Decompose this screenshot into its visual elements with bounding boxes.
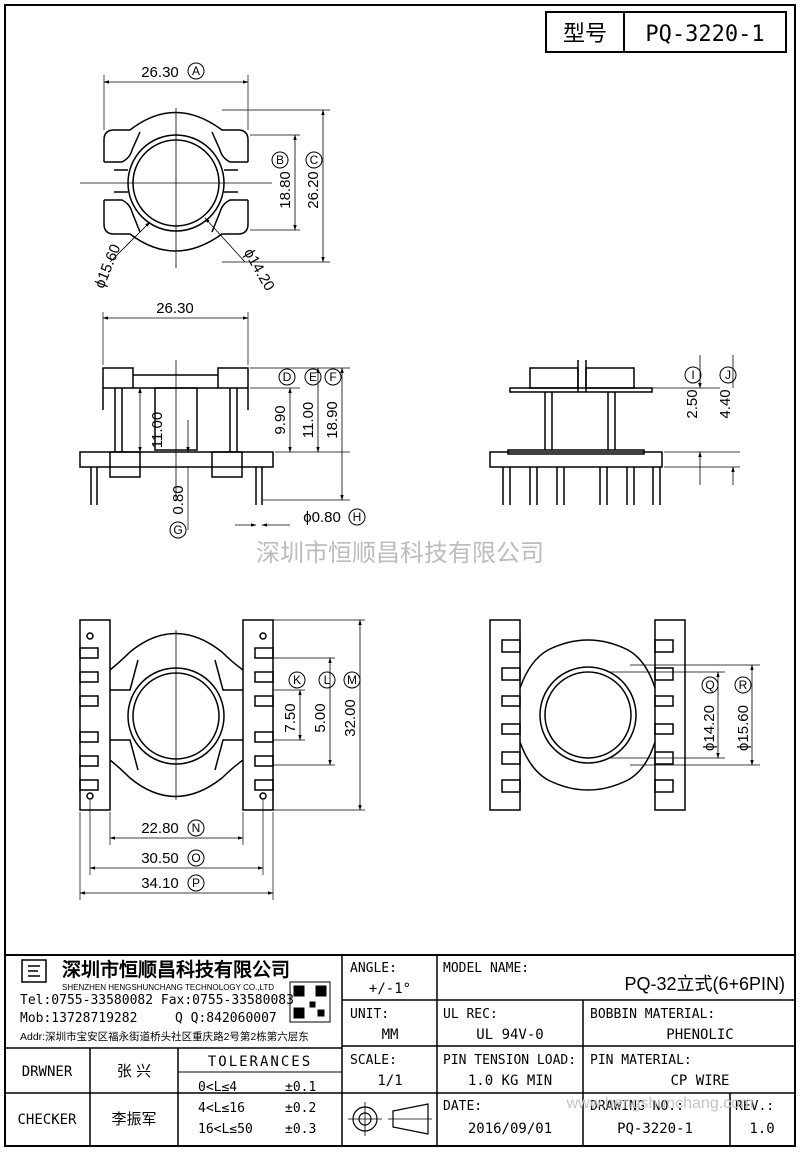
date-label: DATE: [443, 1099, 482, 1114]
bobbin-material-label: BOBBIN MATERIAL: [590, 1007, 715, 1022]
drawer-label: DRWNER [22, 1064, 73, 1080]
svg-text:G: G [173, 523, 182, 537]
ul-rec-value: UL 94V-0 [476, 1027, 543, 1043]
svg-text:K: K [293, 673, 301, 687]
dim-h1: 11.00 [149, 412, 166, 448]
unit-value: MM [382, 1027, 399, 1043]
company-name: 深圳市恒顺昌科技有限公司 [62, 958, 290, 981]
dim-i: 2.50 [684, 389, 701, 418]
svg-text:D: D [283, 370, 292, 384]
bottom-left-labels: K L M 7.50 5.00 32.00 22.80 N 30.50 O 34… [141, 671, 361, 892]
rev-value: 1.0 [749, 1121, 774, 1137]
ul-rec-label: UL REC: [443, 1007, 498, 1022]
part-number-value: PQ-3220-1 [645, 22, 764, 47]
part-number-label: 型号 [563, 21, 607, 46]
svg-text:L: L [324, 673, 331, 687]
svg-text:A: A [192, 64, 200, 78]
bobbin-material-value: PHENOLIC [666, 1027, 733, 1043]
dim-h2: 9.90 [272, 405, 289, 434]
svg-text:O: O [191, 851, 200, 865]
dim-q: ϕ14.20 [701, 705, 718, 751]
side-view-labels: I J 2.50 4.40 [684, 366, 737, 419]
checker-label: CHECKER [17, 1112, 77, 1128]
dim-d1: ϕ15.60 [91, 242, 124, 291]
watermark: 深圳市恒顺昌科技有限公司 [256, 540, 544, 567]
dim-m: 32.00 [342, 699, 359, 737]
dim-r: ϕ15.60 [735, 705, 752, 751]
tolerances-title: TOLERANCES [208, 1054, 312, 1070]
pin-material-label: PIN MATERIAL: [590, 1053, 692, 1068]
drawing-no-value: PQ-3220-1 [617, 1121, 693, 1137]
scale-label: SCALE: [350, 1053, 397, 1068]
tol-value-0: ±0.1 [285, 1080, 316, 1095]
company-addr: Addr:深圳市宝安区福永街道桥头社区重庆路2号第2栋第六层东 [20, 1030, 309, 1043]
bottom-left-view [79, 619, 365, 900]
dim-j: 4.40 [717, 389, 734, 418]
tol-range-2: 16<L≤50 [198, 1122, 253, 1137]
title-block [5, 954, 795, 1146]
dim-pin-dia: ϕ0.80 [303, 509, 341, 526]
side-view [489, 355, 740, 505]
angle-label: ANGLE: [350, 961, 397, 976]
tol-range-0: 0<L≤4 [198, 1080, 237, 1095]
svg-text:M: M [347, 673, 357, 687]
svg-text:Q: Q [705, 678, 714, 692]
date-value: 2016/09/01 [468, 1121, 552, 1137]
dim-h4: 18.90 [324, 401, 341, 439]
svg-text:F: F [329, 370, 336, 384]
dim-h3: 11.00 [300, 402, 317, 438]
dim-n: 22.80 [141, 820, 179, 837]
scale-value: 1/1 [377, 1073, 402, 1089]
outer-frame [4, 4, 796, 1147]
dim-a: 26.30 [141, 64, 179, 81]
model-name-value: PQ-32立式(6+6PIN) [624, 974, 785, 994]
svg-text:B: B [276, 153, 284, 167]
model-name-label: MODEL NAME: [443, 961, 529, 976]
checker-value: 李振军 [111, 1111, 156, 1128]
company-en: SHENZHEN HENGSHUNCHANG TECHNOLOGY CO.,LT… [62, 983, 274, 992]
dim-k: 7.50 [282, 703, 299, 732]
svg-text:C: C [310, 153, 319, 167]
bottom-right-labels: Q R ϕ14.20 ϕ15.60 [701, 676, 752, 751]
tol-range-1: 4<L≤16 [198, 1101, 245, 1116]
dim-pin-len: 0.80 [170, 485, 187, 514]
dim-front-width: 26.30 [156, 300, 194, 317]
front-view [79, 312, 350, 530]
part-number-box: 型号 PQ-3220-1 [545, 11, 787, 53]
dim-l: 5.00 [312, 703, 329, 732]
unit-label: UNIT: [350, 1007, 389, 1022]
tol-value-2: ±0.3 [285, 1122, 316, 1137]
drawing-no-label: DRAWING NO.: [590, 1099, 684, 1114]
drawer-value: 张 兴 [117, 1063, 151, 1080]
company-qq: Q Q:842060007 [175, 1011, 277, 1026]
front-view-labels: 26.30 11.00 9.90 11.00 18.90 D E F 0.80 … [149, 300, 366, 539]
top-view-labels: 26.30 A 18.80 B 26.20 C ϕ15.60 ϕ14.20 [91, 62, 323, 294]
bottom-right-view [489, 619, 760, 811]
dim-p: 34.10 [141, 875, 179, 892]
pin-tension-label: PIN TENSION LOAD: [443, 1053, 576, 1068]
pin-material-value: CP WIRE [670, 1073, 729, 1089]
dim-b: 18.80 [277, 171, 294, 209]
dim-c: 26.20 [305, 171, 322, 209]
dim-o: 30.50 [141, 850, 179, 867]
top-view [80, 75, 330, 268]
svg-text:R: R [739, 678, 748, 692]
title-block-text: 深圳市恒顺昌科技有限公司 SHENZHEN HENGSHUNCHANG TECH… [17, 958, 785, 1137]
svg-text:N: N [192, 821, 201, 835]
svg-text:E: E [309, 370, 317, 384]
watermark-url: www.hengshunchang.com [566, 1095, 754, 1112]
svg-text:J: J [725, 368, 731, 382]
tol-value-1: ±0.2 [285, 1101, 316, 1116]
svg-text:I: I [691, 368, 694, 382]
company-tel: Tel:0755-33580082 Fax:0755-33580083 [20, 993, 294, 1008]
pin-tension-value: 1.0 KG MIN [468, 1073, 552, 1089]
rev-label: REV.: [735, 1099, 774, 1114]
dim-d2: ϕ14.20 [240, 246, 278, 294]
svg-text:H: H [353, 510, 362, 524]
company-mob: Mob:13728719282 [20, 1011, 137, 1026]
svg-text:P: P [192, 876, 200, 890]
angle-value: +/-1° [369, 981, 411, 997]
